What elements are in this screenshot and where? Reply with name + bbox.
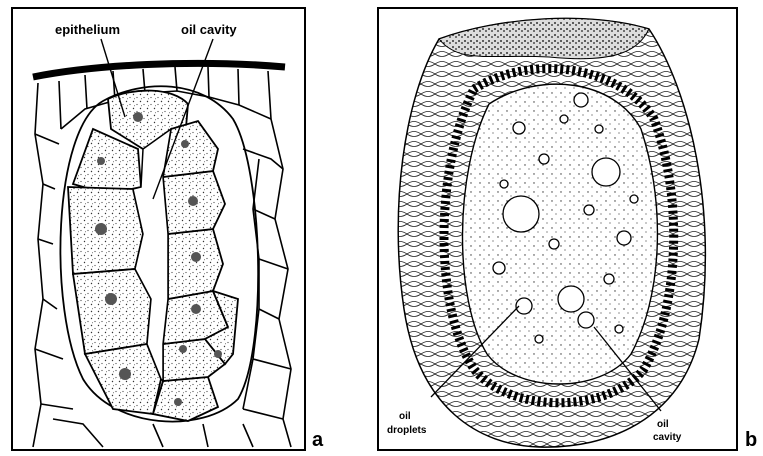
oil-droplet — [549, 239, 559, 249]
label-oil-cavity: oil cavity — [181, 22, 237, 37]
oil-droplet — [539, 154, 549, 164]
label-oil-cavity-line2: cavity — [653, 432, 682, 443]
label-oil-cavity-line1: oil — [657, 419, 669, 430]
oil-droplet — [615, 325, 623, 333]
oil-droplet — [493, 262, 505, 274]
oil-droplet — [560, 115, 568, 123]
cuticle-layer — [33, 63, 285, 77]
panel-letter-a: a — [312, 430, 323, 450]
oil-droplet — [558, 286, 584, 312]
epithelial-cell — [153, 377, 218, 421]
surface-layer — [439, 18, 649, 58]
label-oil-droplets-line2: droplets — [387, 425, 427, 436]
panel-letter-b: b — [745, 430, 757, 450]
panel-a-epithelium-diagram: epithelium oil cavity — [11, 7, 306, 451]
label-epithelium: epithelium — [55, 22, 120, 37]
panel-a-drawing: epithelium oil cavity — [13, 9, 304, 449]
epithelial-cell — [73, 269, 151, 354]
oil-droplet — [503, 196, 539, 232]
oil-droplet — [535, 335, 543, 343]
epithelial-cell — [168, 229, 223, 299]
oil-droplet — [584, 205, 594, 215]
oil-droplet — [592, 158, 620, 186]
oil-droplet — [595, 125, 603, 133]
oil-droplet — [617, 231, 631, 245]
panel-b-oil-gland-drawing: oil droplets oil cavity — [377, 7, 738, 451]
panel-b-drawing: oil droplets oil cavity — [379, 9, 736, 449]
oil-droplet — [574, 93, 588, 107]
oil-droplet — [604, 274, 614, 284]
oil-droplet — [578, 312, 594, 328]
label-oil-droplets-line1: oil — [399, 411, 411, 422]
oil-droplet — [500, 180, 508, 188]
oil-droplet — [630, 195, 638, 203]
oil-droplet — [513, 122, 525, 134]
